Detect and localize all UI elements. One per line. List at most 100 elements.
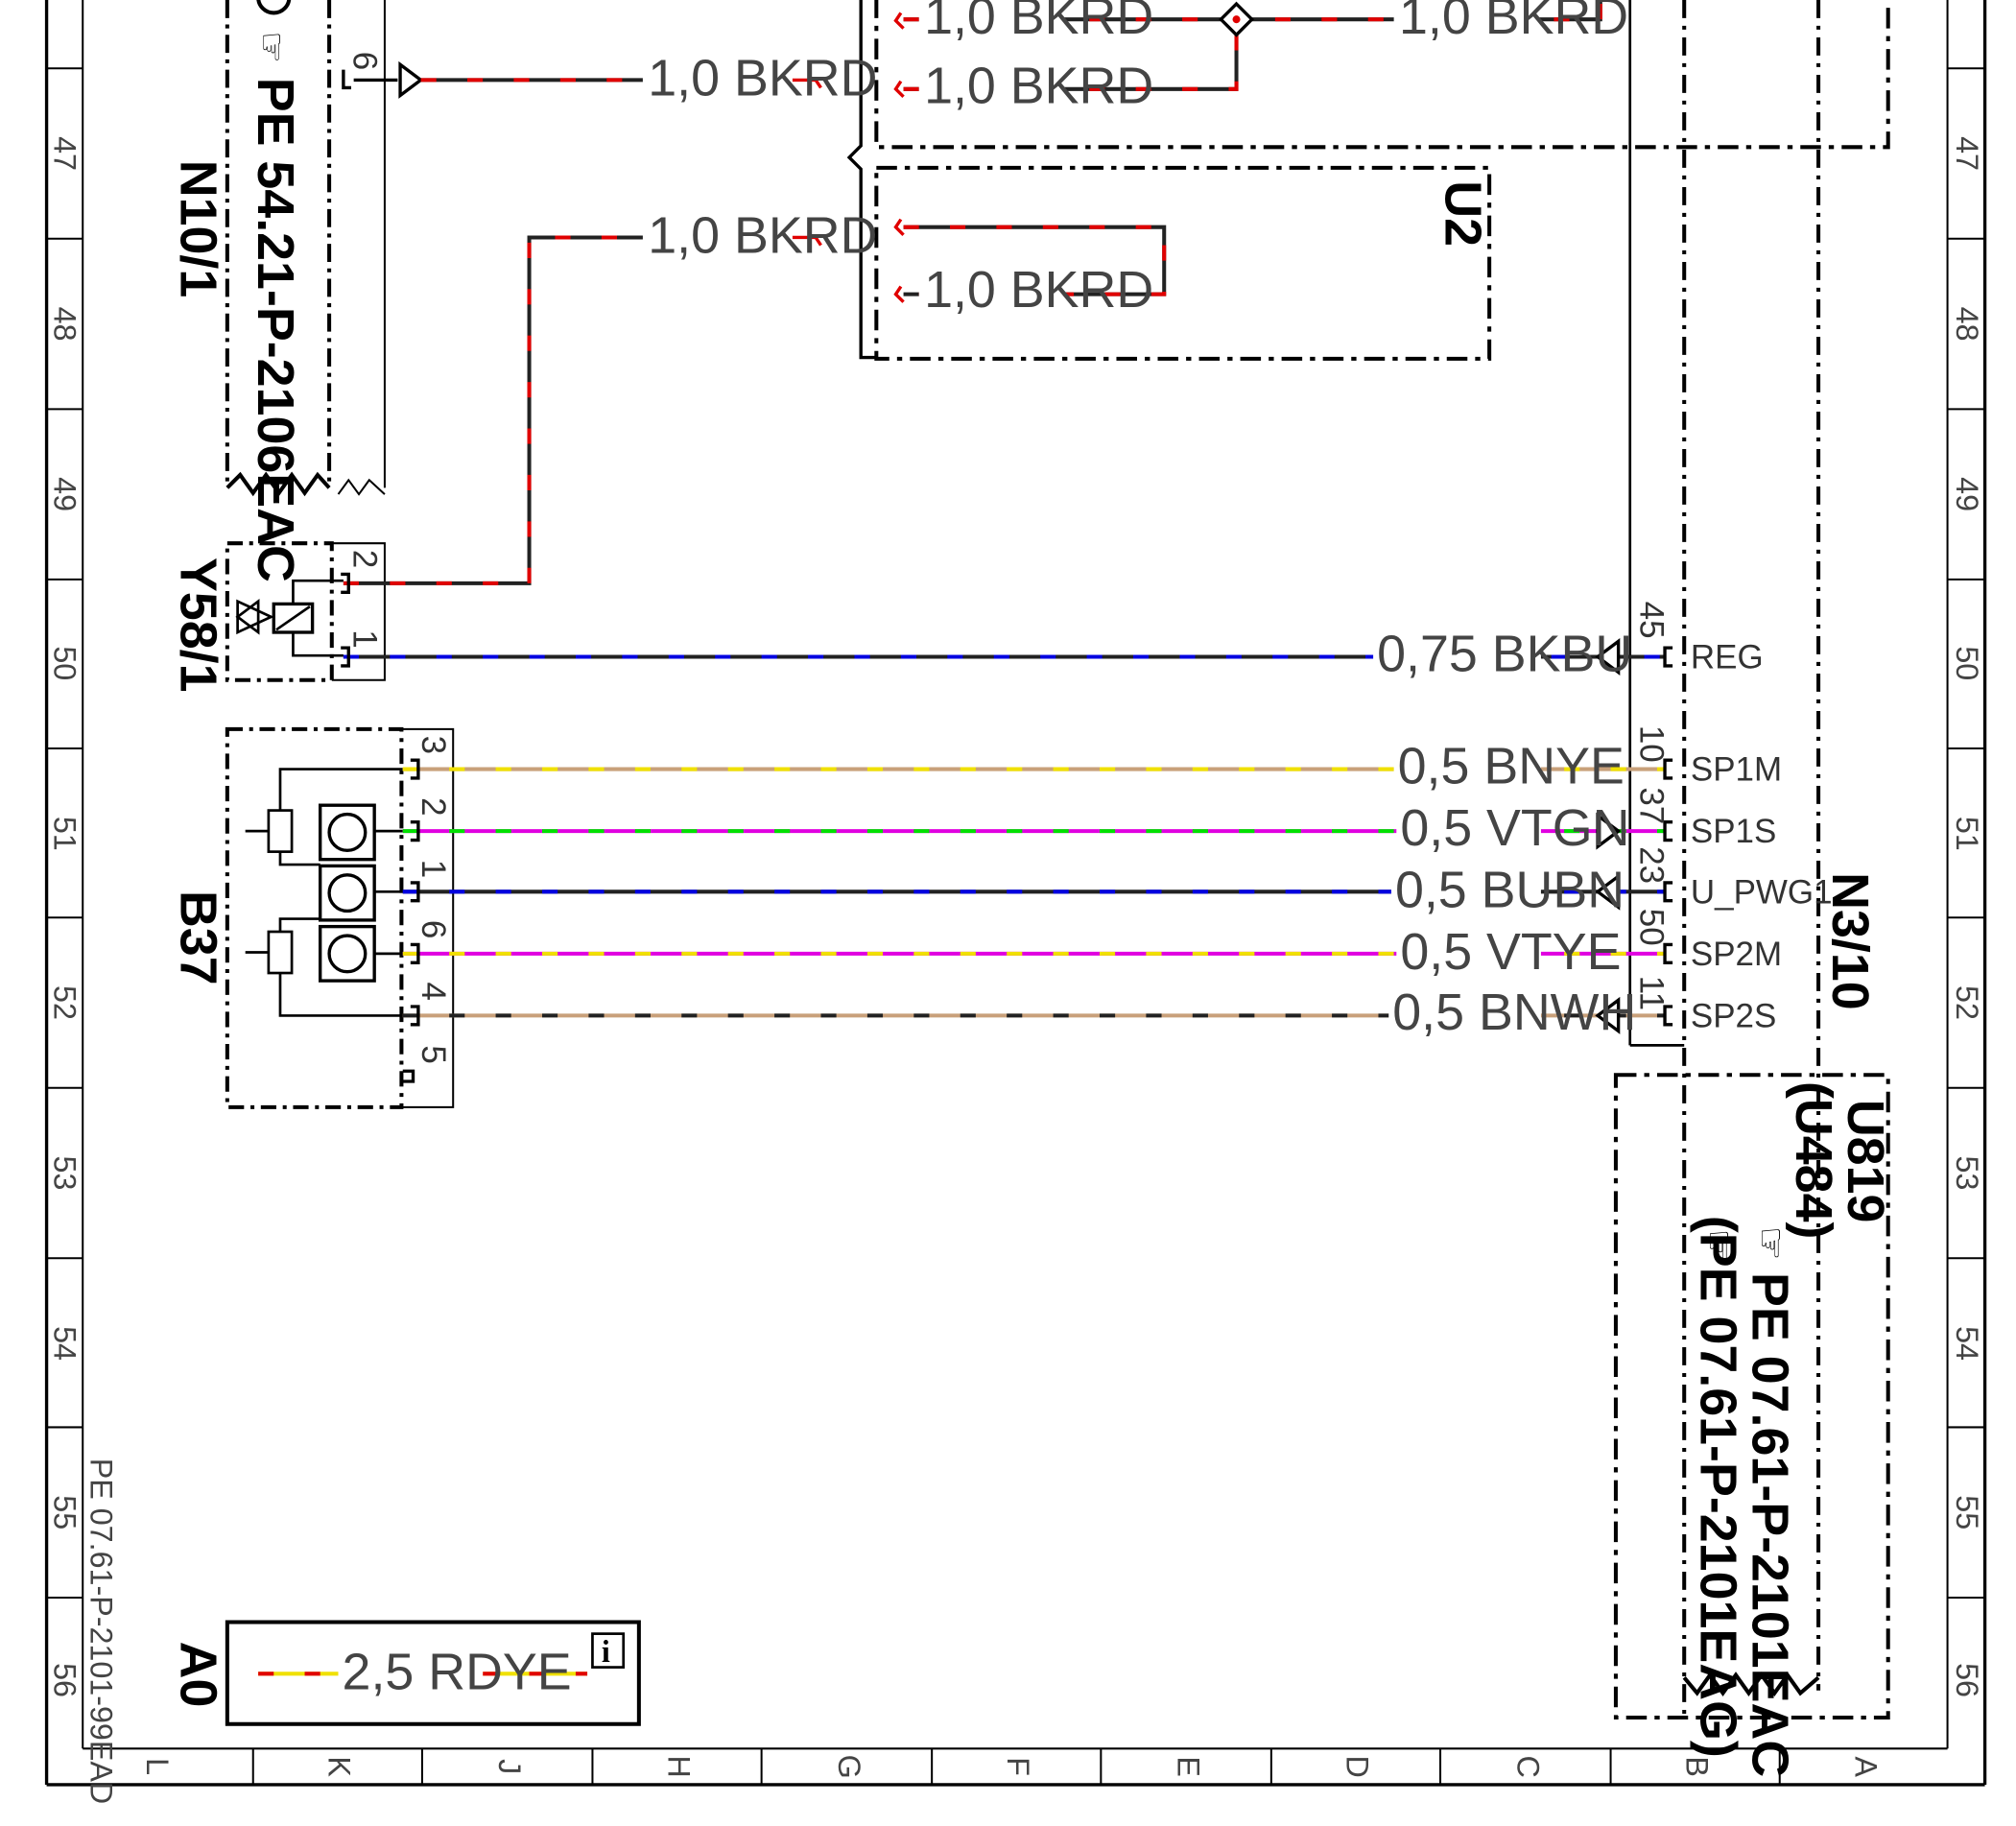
row-label: 47 bbox=[1950, 136, 1984, 171]
signal-label: SP2M bbox=[1691, 936, 1782, 973]
grid-col-ticks bbox=[251, 1748, 1781, 1785]
row-label: 52 bbox=[48, 985, 83, 1020]
row-label: 48 bbox=[1950, 307, 1984, 342]
pin-label: 1 bbox=[415, 860, 452, 878]
n3-pins: 45 10 37 23 50 11 REG SP1M SP1S U_PWG1 S… bbox=[1632, 602, 1832, 1035]
hand-pointer-icon: ☞ bbox=[1696, 1228, 1742, 1263]
svg-text:☞: ☞ bbox=[250, 31, 293, 63]
wire-label: 0,5 BUBN bbox=[1395, 861, 1625, 918]
u2-label: U2 bbox=[1434, 180, 1491, 247]
row-label: 54 bbox=[1950, 1326, 1984, 1361]
row-label: 48 bbox=[48, 307, 83, 342]
wire-label: 1,0 BKRD bbox=[1399, 0, 1628, 45]
y58-terminal bbox=[341, 572, 350, 594]
n3-label: N3/10 bbox=[1821, 872, 1879, 1010]
grid-column-labels: L K J H G F E D C B A bbox=[140, 1755, 1884, 1779]
pin-label: 4 bbox=[415, 982, 452, 1000]
wire-label: 1,0 BKRD bbox=[924, 58, 1153, 115]
b37-terminal bbox=[410, 820, 420, 842]
wire-bkrd-y58-stripe bbox=[343, 235, 788, 585]
y58-terminal bbox=[341, 646, 350, 668]
pin-label: 23 bbox=[1632, 846, 1670, 884]
arrow-left-icon bbox=[1595, 872, 1621, 911]
a0-legend: A0 2,5 RDYE i bbox=[169, 1620, 641, 1726]
wire-bkrd-y58 bbox=[343, 235, 788, 585]
b37-terminal bbox=[410, 942, 420, 964]
frame bbox=[44, 0, 1987, 1787]
b37-terminal bbox=[410, 758, 420, 780]
wire-label: 0,75 BKBU bbox=[1377, 625, 1632, 682]
row-label: 55 bbox=[1950, 1495, 1984, 1530]
grid-row-ticks bbox=[46, 67, 1985, 1599]
column-label: J bbox=[492, 1759, 527, 1774]
column-label: L bbox=[140, 1758, 175, 1775]
wire-label: 0,5 BNWH bbox=[1392, 984, 1636, 1041]
signal-label: SP2S bbox=[1691, 998, 1776, 1035]
u819-label: U819 bbox=[1837, 1100, 1894, 1223]
grid-row-labels-left: 47 48 49 50 51 52 53 54 55 56 bbox=[48, 136, 83, 1697]
n3-terminal bbox=[1663, 646, 1673, 668]
b37-terminal bbox=[410, 1005, 420, 1027]
row-label: 53 bbox=[1950, 1156, 1984, 1191]
svg-text:☞: ☞ bbox=[1696, 1228, 1742, 1263]
wire-break-mark bbox=[893, 80, 905, 99]
wire-break-mark bbox=[893, 12, 905, 30]
row-label: 51 bbox=[1950, 817, 1984, 851]
b37-terminal bbox=[410, 881, 420, 903]
arrow-left-icon bbox=[1595, 638, 1621, 676]
pin-label: 11 bbox=[1632, 976, 1670, 1010]
wire-label: 1,0 BKRD bbox=[924, 0, 1153, 45]
n3-terminal bbox=[1663, 758, 1673, 780]
wire-label: 0,5 VTGN bbox=[1400, 799, 1629, 857]
pin-label: 2 bbox=[346, 550, 384, 568]
n3-terminal bbox=[1663, 820, 1673, 842]
n3-terminal bbox=[1663, 881, 1673, 903]
splice-dot bbox=[1232, 15, 1241, 24]
row-label: 52 bbox=[1950, 985, 1984, 1020]
row-label: 49 bbox=[48, 477, 83, 511]
row-label: 50 bbox=[1950, 646, 1984, 680]
u484-label: (U484) bbox=[1785, 1081, 1842, 1239]
b37-sensor: B37 3 2 1 6 4 5 bbox=[169, 726, 455, 1109]
row-label: 54 bbox=[48, 1326, 83, 1361]
row-label: 53 bbox=[48, 1156, 83, 1191]
signal-label: SP1M bbox=[1691, 751, 1782, 789]
arrow-right-icon bbox=[1596, 812, 1622, 850]
row-label: 55 bbox=[48, 1495, 83, 1530]
wire-break-mark bbox=[893, 218, 905, 236]
wire-label: 0,5 BNYE bbox=[1398, 737, 1625, 794]
pin-label: 45 bbox=[1632, 602, 1670, 639]
row-label: 50 bbox=[48, 646, 83, 680]
row-label: 49 bbox=[1950, 477, 1984, 511]
n3-terminal bbox=[1663, 942, 1673, 964]
hand-pointer-icon: ☞ bbox=[1748, 1226, 1793, 1261]
arrow-left-icon bbox=[1595, 996, 1621, 1034]
pin-label: 1 bbox=[346, 629, 384, 648]
pin-label: 2 bbox=[415, 797, 452, 816]
wire-bkrd-u2-stripe bbox=[903, 225, 1167, 296]
column-label: K bbox=[322, 1756, 357, 1777]
n10-block: N10/1 PE 54.21-P-2106EAC ☞ 6 bbox=[169, 0, 424, 582]
wire-break-mark bbox=[893, 285, 905, 303]
column-label: G bbox=[832, 1755, 866, 1779]
column-label: B bbox=[1679, 1756, 1714, 1777]
b37-terminal bbox=[402, 1069, 415, 1083]
pin-label: 6 bbox=[346, 52, 384, 70]
signal-label: REG bbox=[1691, 639, 1764, 676]
column-label: C bbox=[1510, 1755, 1545, 1777]
grid-row-labels-right: 47 48 49 50 51 52 53 54 55 56 bbox=[1950, 136, 1984, 1697]
pin-label: 50 bbox=[1632, 909, 1670, 946]
row-label: 47 bbox=[48, 136, 83, 171]
y58-valve: Y58/1 2 1 bbox=[169, 541, 386, 693]
row-label: 51 bbox=[48, 817, 83, 851]
n3-terminal bbox=[1663, 1005, 1673, 1027]
column-label: A bbox=[1849, 1756, 1884, 1777]
signal-label: SP1S bbox=[1691, 813, 1776, 850]
pin-label: 10 bbox=[1632, 725, 1670, 763]
pin-label: 5 bbox=[415, 1045, 452, 1063]
wire-label: 1,0 BKRD bbox=[648, 207, 877, 265]
pin-label: 6 bbox=[415, 920, 452, 938]
pin-label: 3 bbox=[415, 736, 452, 754]
info-icon: i bbox=[602, 1634, 610, 1669]
signal-label: U_PWG1 bbox=[1691, 873, 1833, 911]
